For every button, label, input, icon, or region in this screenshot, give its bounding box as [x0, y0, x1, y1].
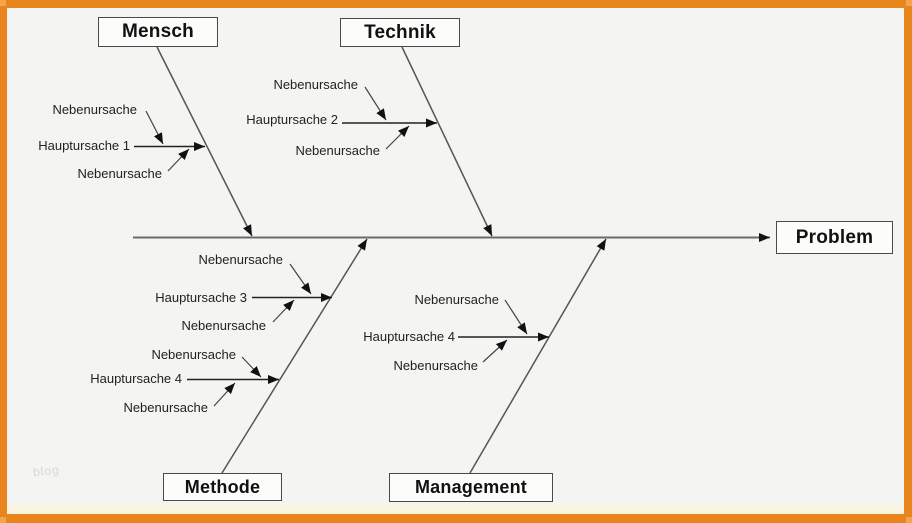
subcause-label: Nebenursache	[123, 400, 208, 415]
effect-box-problem: Problem	[776, 221, 893, 254]
subcause-label: Nebenursache	[151, 347, 236, 362]
cause-label: Hauptursache 2	[246, 112, 338, 127]
cause-label: Hauptursache 4	[363, 329, 455, 344]
footer-strip	[7, 505, 904, 514]
subcause-label: Nebenursache	[393, 358, 478, 373]
subcause-label: Nebenursache	[273, 77, 358, 92]
frame-corner	[0, 0, 6, 6]
effect-label: Problem	[795, 226, 874, 248]
subcause-label: Nebenursache	[198, 252, 283, 267]
subcause-label: Nebenursache	[414, 292, 499, 307]
frame-corner	[906, 0, 912, 6]
subcause-label: Nebenursache	[181, 318, 266, 333]
category-box-methode: Methode	[163, 473, 282, 501]
category-box-management: Management	[389, 473, 553, 502]
frame-corner	[0, 517, 6, 523]
frame-corner	[906, 517, 912, 523]
diagram-canvas	[7, 8, 904, 514]
category-label: Technik	[364, 21, 436, 43]
category-label: Methode	[184, 476, 261, 497]
subcause-label: Nebenursache	[52, 102, 137, 117]
category-box-technik: Technik	[340, 18, 460, 47]
cause-label: Hauptursache 1	[38, 138, 130, 153]
subcause-label: Nebenursache	[295, 143, 380, 158]
subcause-label: Nebenursache	[77, 166, 162, 181]
cause-label: Hauptursache 3	[155, 290, 247, 305]
category-box-mensch: Mensch	[98, 17, 218, 47]
category-label: Mensch	[122, 21, 194, 42]
watermark-text: blog	[32, 462, 61, 480]
cause-label: Hauptursache 4	[90, 371, 182, 386]
category-label: Management	[414, 477, 528, 497]
